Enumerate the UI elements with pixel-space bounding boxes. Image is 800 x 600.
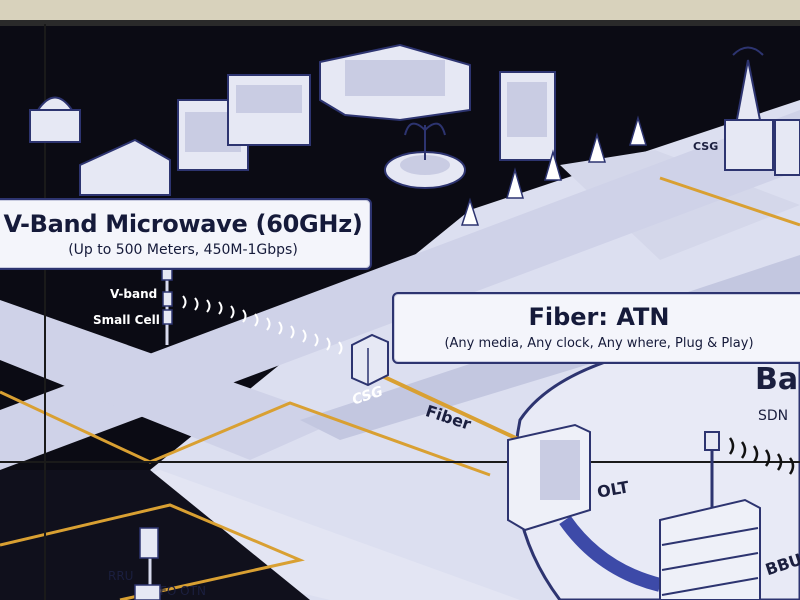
tree-icon xyxy=(460,115,648,226)
wireless-signal-icon xyxy=(182,295,343,355)
fiber-callout: Fiber: ATN (Any media, Any clock, Any wh… xyxy=(392,292,800,364)
antenna-icon xyxy=(161,267,173,345)
cabinet-icon xyxy=(351,333,389,387)
fiber-line-lower xyxy=(0,503,305,600)
fiber-line-left xyxy=(0,390,491,477)
server-rack-icon xyxy=(659,498,761,600)
vband-subtitle: (Up to 500 Meters, 450M-1Gbps) xyxy=(68,242,298,258)
fiber-subtitle: (Any media, Any clock, Any where, Plug &… xyxy=(444,336,754,351)
sdn-antenna-icon xyxy=(704,431,720,510)
label-ba: Ba xyxy=(755,362,799,397)
fiber-title: Fiber: ATN xyxy=(528,303,670,331)
vband-callout: V-Band Microwave (60GHz) (Up to 500 Mete… xyxy=(0,198,372,270)
fountain-icon xyxy=(384,122,466,189)
vband-title: V-Band Microwave (60GHz) xyxy=(3,210,363,238)
label-sdn: SDN xyxy=(758,408,789,424)
road-left xyxy=(0,300,340,460)
fiber-cable-blue xyxy=(559,515,662,592)
dome-icon xyxy=(29,96,81,143)
label-rru: RRU xyxy=(108,569,134,583)
wireless-signal-icon-right xyxy=(728,437,795,475)
building-icon xyxy=(79,43,556,196)
rru-pole-icon xyxy=(134,527,161,600)
olt-icon xyxy=(507,423,591,532)
label-small-cell: Small Cell xyxy=(93,313,160,327)
label-csg-right: CSG xyxy=(693,140,719,153)
label-v-band: V-band xyxy=(110,287,158,301)
fiber-line-csg xyxy=(379,373,521,442)
label-fo-otn: FO OTN xyxy=(160,584,206,598)
eiffel-tower-icon xyxy=(724,46,800,176)
fiber-line-top xyxy=(659,176,800,227)
